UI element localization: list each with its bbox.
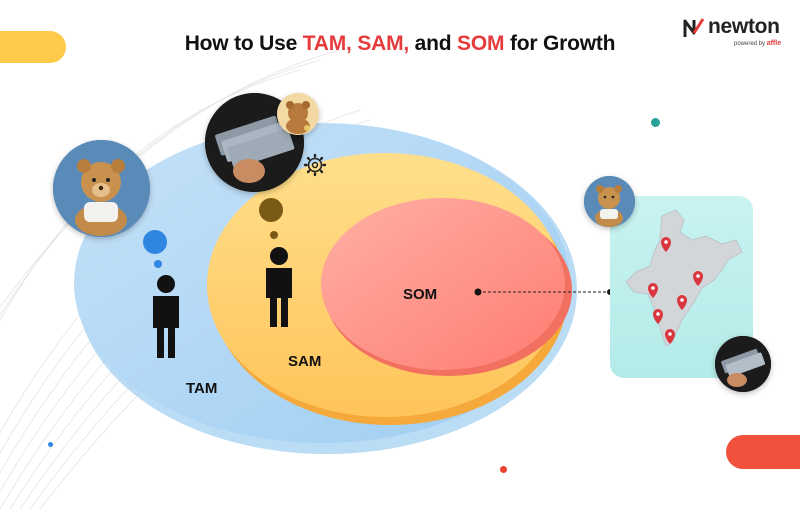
title-and: and [414,32,452,55]
teal-dot-decoration [651,118,660,127]
logo-wordmark: newton [708,15,780,38]
logo-brand: affle [766,40,782,47]
map-pin-5 [653,309,663,324]
sam-thought-bubble-large [259,198,283,222]
map-pin-1 [661,237,671,252]
tam-thought-bubble-large [143,230,167,254]
newton-logo: newton powered by affle [682,15,792,52]
logo-subtext: powered by affle [734,40,782,47]
tam-thought-bubble-small [154,260,162,268]
money-photo-small [715,336,771,392]
page-title: How to Use TAM, SAM, and SOM for Growth [184,32,616,55]
teddy-bear-photo-large [53,140,150,237]
map-pin-2 [693,271,703,286]
som-ellipse [321,198,565,370]
sam-thought-bubble-small [270,231,278,239]
tam-label: TAM [186,380,218,397]
map-pin-group [648,237,703,344]
red-dot-decoration [500,466,507,473]
teddy-bear-icon [277,93,319,135]
map-pin-4 [677,295,687,310]
title-sam: SAM, [357,32,410,55]
title-tam: TAM, [302,32,352,55]
teddy-bear-icon [53,140,150,237]
yellow-pill-decoration [0,31,66,63]
money-notes-icon [715,336,771,392]
title-tail: for Growth [509,32,616,55]
india-map-icon [625,209,743,347]
teddy-bear-photo-small-right [584,176,635,227]
sam-person-icon [266,247,292,327]
newton-logo-icon [683,18,705,37]
blue-dot-decoration [48,442,53,447]
som-label: SOM [403,286,438,303]
teddy-bear-icon [584,176,635,227]
map-pin-6 [665,329,675,344]
title-som: SOM [457,32,505,55]
sam-label: SAM [288,353,322,370]
gear-icon [303,153,327,177]
teddy-bear-photo-small-top [277,93,319,135]
map-pin-3 [648,283,658,298]
red-pill-decoration [726,435,800,469]
tam-person-icon [153,275,179,358]
